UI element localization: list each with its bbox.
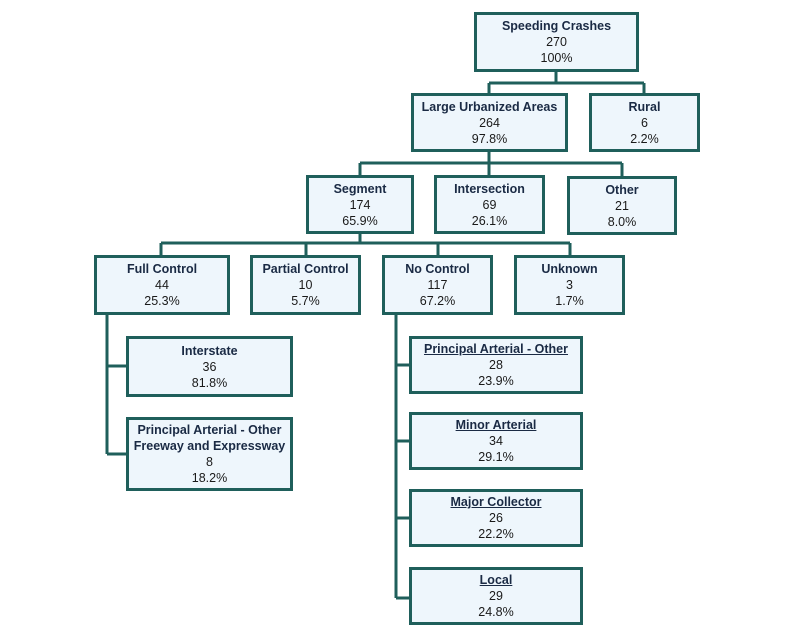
node-count: 6: [641, 115, 648, 130]
node-rural: Rural 6 2.2%: [589, 93, 700, 152]
node-title: Minor Arterial: [455, 418, 537, 432]
node-title: Principal Arterial - Other Freeway and E…: [134, 422, 285, 454]
node-unknown: Unknown 3 1.7%: [514, 255, 625, 315]
node-percent: 81.8%: [191, 375, 228, 390]
node-local: Local 29 24.8%: [409, 567, 583, 625]
node-full-control: Full Control 44 25.3%: [94, 255, 230, 315]
node-title: Intersection: [454, 181, 525, 196]
node-principal-arterial-other-freeway-expressway: Principal Arterial - Other Freeway and E…: [126, 417, 293, 491]
node-other: Other 21 8.0%: [567, 176, 677, 235]
node-count: 264: [479, 115, 500, 130]
node-count: 3: [566, 278, 573, 292]
node-count: 21: [615, 198, 629, 213]
node-count: 270: [546, 35, 567, 49]
node-title-line-1: Principal Arterial - Other: [137, 423, 282, 437]
node-partial-control: Partial Control 10 5.7%: [250, 255, 361, 315]
node-title: Speeding Crashes: [501, 19, 612, 33]
node-percent: 22.2%: [478, 527, 514, 541]
node-percent: 65.9%: [342, 213, 378, 228]
node-title: No Control: [405, 262, 470, 276]
node-percent: 29.1%: [478, 450, 514, 464]
node-count: 34: [489, 434, 503, 448]
node-percent: 97.8%: [471, 131, 508, 146]
node-title-line-2: Freeway and Expressway: [133, 439, 286, 453]
node-interstate: Interstate 36 81.8%: [126, 336, 293, 397]
node-count: 44: [155, 278, 169, 292]
node-minor-arterial: Minor Arterial 34 29.1%: [409, 412, 583, 470]
node-count: 28: [489, 358, 503, 372]
node-percent: 18.2%: [191, 471, 228, 485]
node-title: Principal Arterial - Other: [423, 342, 569, 356]
node-title: Rural: [628, 99, 661, 114]
node-percent: 5.7%: [291, 294, 320, 308]
node-count: 8: [206, 455, 213, 469]
node-title: Other: [605, 182, 639, 197]
node-speeding-crashes: Speeding Crashes 270 100%: [474, 12, 639, 72]
node-count: 36: [202, 359, 217, 374]
node-principal-arterial-other: Principal Arterial - Other 28 23.9%: [409, 336, 583, 394]
node-title: Interstate: [181, 343, 238, 358]
node-percent: 100%: [540, 51, 573, 65]
node-count: 174: [349, 197, 371, 212]
node-percent: 26.1%: [471, 213, 508, 228]
node-count: 26: [489, 511, 503, 525]
node-title: Large Urbanized Areas: [421, 99, 558, 114]
node-percent: 1.7%: [555, 294, 584, 308]
node-percent: 24.8%: [478, 605, 514, 619]
node-title: Full Control: [126, 262, 198, 276]
node-percent: 8.0%: [607, 214, 637, 229]
node-major-collector: Major Collector 26 22.2%: [409, 489, 583, 547]
node-large-urbanized-areas: Large Urbanized Areas 264 97.8%: [411, 93, 568, 152]
node-count: 117: [427, 278, 448, 292]
node-title: Local: [479, 573, 513, 587]
node-segment: Segment 174 65.9%: [306, 175, 414, 234]
node-count: 69: [482, 197, 497, 212]
node-count: 29: [489, 589, 503, 603]
node-percent: 2.2%: [630, 131, 659, 146]
node-intersection: Intersection 69 26.1%: [434, 175, 545, 234]
node-title: Segment: [333, 181, 387, 196]
node-title: Partial Control: [262, 262, 349, 276]
node-percent: 25.3%: [144, 294, 180, 308]
node-count: 10: [298, 278, 313, 292]
node-percent: 67.2%: [419, 294, 456, 308]
node-title: Major Collector: [450, 495, 542, 509]
node-no-control: No Control 117 67.2%: [382, 255, 493, 315]
node-title: Unknown: [541, 262, 598, 276]
node-percent: 23.9%: [478, 374, 514, 388]
